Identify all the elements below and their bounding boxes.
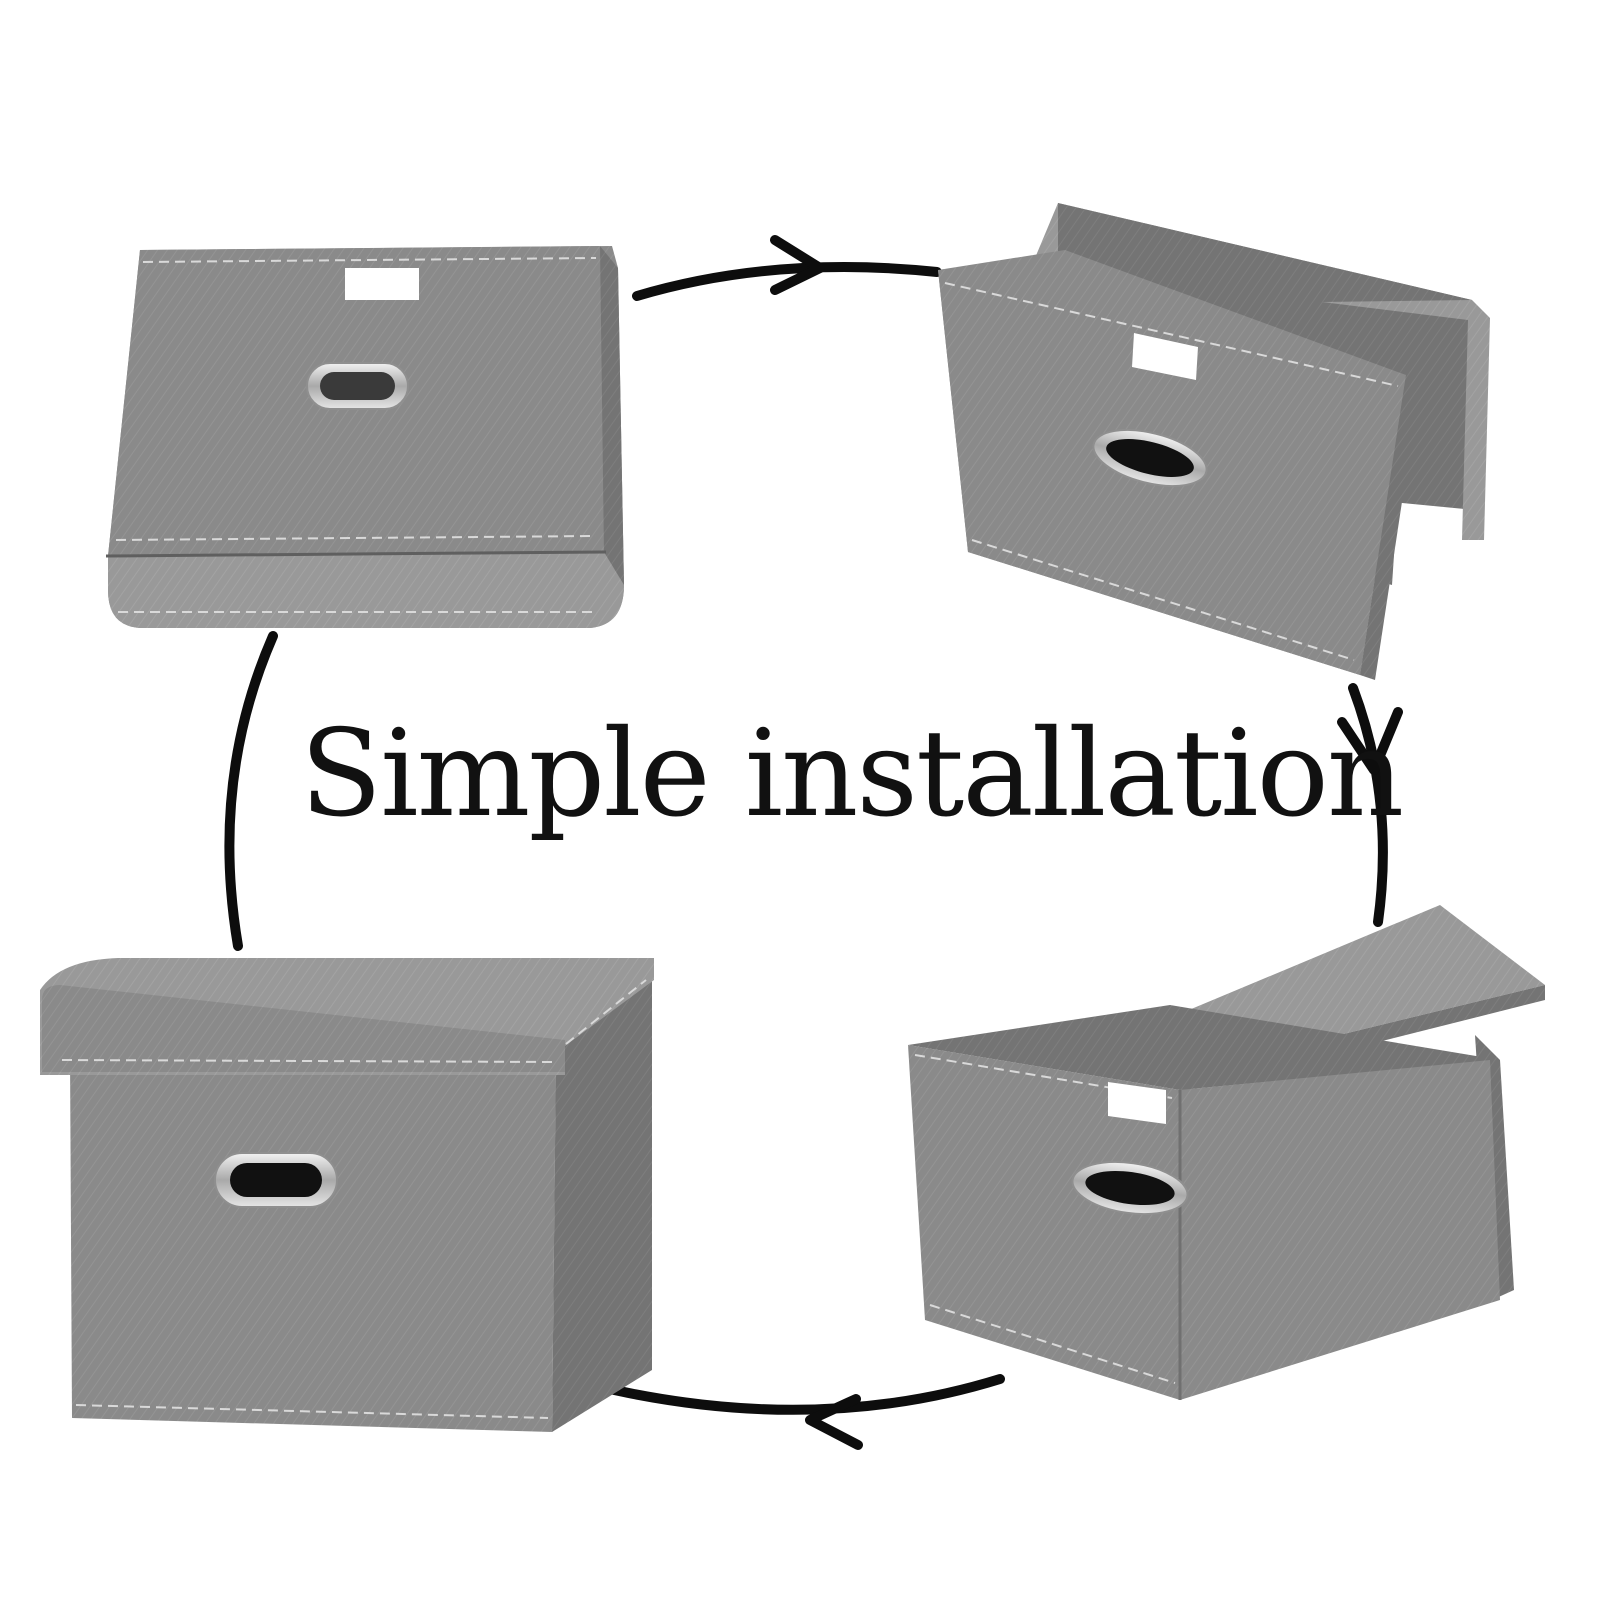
arrow-head-bottom-icon: [805, 1394, 863, 1450]
folded-fabric-box-icon: [105, 246, 624, 628]
label-patch-icon: [345, 268, 419, 300]
arrow-head-top-icon: [770, 235, 825, 295]
arrow-head-right-icon: [1337, 707, 1403, 775]
label-patch-icon: [1108, 1082, 1166, 1124]
arrow-top: [632, 262, 942, 301]
arrow-right: [1348, 683, 1388, 927]
arrow-bottom: [583, 1374, 1005, 1415]
headline: Simple installation: [300, 705, 1404, 844]
metal-handle-icon: [1071, 1160, 1189, 1216]
unfolding-fabric-box-icon: [938, 203, 1490, 680]
metal-handle-icon: [214, 1152, 338, 1208]
closed-lid-fabric-box-icon: [40, 958, 654, 1432]
label-patch-icon: [1132, 333, 1198, 380]
arrow-left: [224, 631, 278, 951]
cycle-arrows: [224, 235, 1403, 1450]
metal-handle-icon: [1092, 428, 1208, 488]
open-lid-fabric-box-icon: [908, 905, 1545, 1400]
